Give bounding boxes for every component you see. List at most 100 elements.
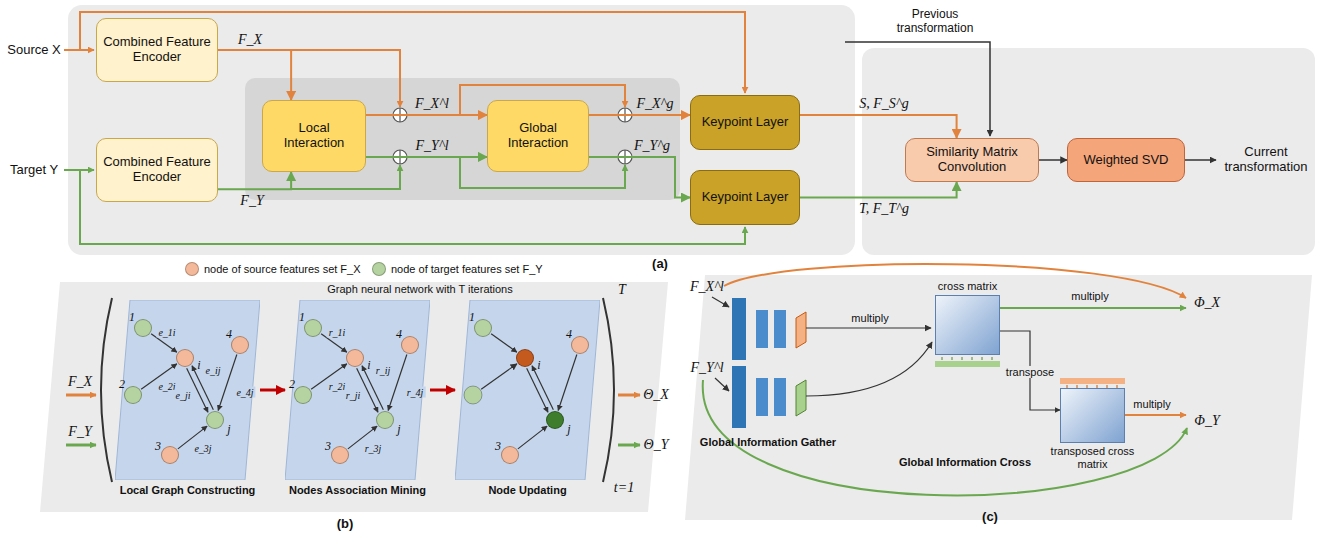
- node-number: 2: [289, 377, 295, 392]
- conv-block: [774, 378, 786, 416]
- graph-node: i: [516, 349, 534, 367]
- node-number: 1: [129, 310, 135, 325]
- panel-background: [685, 275, 1312, 520]
- annotation-label: Target Y: [10, 163, 58, 178]
- feature-bar: [942, 357, 992, 360]
- edge-label: r_4j: [405, 387, 426, 398]
- matrix-label: cross matrix: [938, 280, 997, 293]
- input-arrow: [66, 444, 96, 447]
- keypoint-box: Keypoint Layer: [690, 95, 800, 150]
- panel-background: [862, 48, 1315, 255]
- conv-block: [774, 310, 786, 348]
- edge-label: transpose: [1004, 366, 1056, 378]
- edge-label: e_4j: [234, 387, 255, 398]
- node-number: 4: [226, 327, 232, 342]
- node-number: j: [397, 422, 400, 437]
- edge-label: e_ji: [174, 390, 193, 401]
- edge-label: r_ij: [374, 365, 392, 376]
- graph-node: j: [546, 411, 564, 429]
- node-number: j: [227, 422, 230, 437]
- node-number: 1: [469, 310, 475, 325]
- graph-node: 1: [304, 319, 322, 337]
- box-label: Similarity Matrix Convolution: [906, 145, 1038, 175]
- feature-bar: [935, 361, 1000, 367]
- annotation-label: T: [618, 282, 626, 298]
- graph-node: 1: [134, 319, 152, 337]
- similarity-box: Similarity Matrix Convolution: [905, 138, 1039, 182]
- legend-text: node of target features set F_Y: [391, 263, 543, 275]
- panel-background: [68, 5, 855, 255]
- flow-arrow: [366, 156, 487, 158]
- interaction-box: Local Interaction: [262, 100, 366, 172]
- annotation-label: multiply: [1071, 290, 1108, 303]
- flow-arrow: [218, 172, 291, 189]
- annotation-label: Θ_Y: [644, 437, 669, 453]
- graph-node: 3: [331, 446, 349, 464]
- interaction-box: Global Interaction: [487, 100, 589, 172]
- graph-node: 4: [231, 336, 249, 354]
- graph-node: 3: [161, 446, 179, 464]
- box-label: Keypoint Layer: [697, 115, 794, 130]
- output-line: [1185, 159, 1216, 161]
- panel-shape: [115, 300, 260, 480]
- annotation-label: Φ_Y: [1194, 413, 1219, 429]
- input-arrow: [715, 378, 729, 391]
- annotation-label: (b): [337, 517, 354, 532]
- feature-bar: [1060, 378, 1125, 384]
- encoder-box: Combined Feature Encoder: [96, 18, 218, 82]
- graph-node: 4: [571, 336, 589, 354]
- annotation-label: multiply: [1133, 398, 1170, 411]
- annotation-label: t=1: [614, 480, 634, 496]
- input-arrow: [712, 297, 729, 307]
- conv-block: [732, 298, 746, 360]
- step-arrow: [260, 389, 285, 392]
- annotation-label: (a): [652, 257, 668, 272]
- annotation-label: Source X: [7, 43, 60, 58]
- multiply-line: [806, 342, 932, 396]
- multiply-line: [1125, 414, 1186, 416]
- graph-node: [464, 386, 482, 404]
- process-panel: Node Updating1i4j3: [455, 300, 600, 500]
- svd-box: Weighted SVD: [1067, 138, 1185, 182]
- node-number: 4: [566, 327, 572, 342]
- node-number: 3: [495, 439, 501, 454]
- graph-node: i: [346, 349, 364, 367]
- node-number: 1: [299, 310, 305, 325]
- flow-arrow: [366, 114, 487, 116]
- skip-line: [724, 264, 1186, 298]
- annotation-label: Φ_X: [1194, 295, 1220, 311]
- step-title: Local Graph Constructing: [120, 484, 256, 496]
- interaction-background: [245, 78, 680, 200]
- bracket: [101, 298, 112, 482]
- legend-item: node of target features set F_Y: [372, 262, 543, 276]
- skip-line: [80, 12, 745, 93]
- step-title: Nodes Association Mining: [289, 484, 426, 496]
- residual-line: [290, 50, 400, 107]
- node-number: j: [567, 422, 570, 437]
- flow-arrow: [589, 114, 690, 116]
- annotation-label: (c): [982, 510, 998, 525]
- graph-node: 2: [294, 386, 312, 404]
- bracket: [603, 298, 614, 482]
- graph-node: 1: [474, 319, 492, 337]
- flow-arrow: [1039, 159, 1067, 161]
- graph-node: j: [206, 411, 224, 429]
- box-label: Combined Feature Encoder: [97, 155, 217, 185]
- input-line: [845, 42, 990, 136]
- output-arrow: [618, 394, 640, 397]
- annotation-label: F_X^l: [690, 279, 724, 295]
- node-number: 3: [155, 439, 161, 454]
- conv-block: [732, 366, 746, 428]
- conv-block: [756, 310, 768, 348]
- node-number: 4: [396, 327, 402, 342]
- edge-label: T, F_T^g: [857, 201, 911, 216]
- annotation-label: multiply: [851, 312, 888, 325]
- box-label: Global Interaction: [488, 121, 588, 151]
- edge-label: S, F_S^g: [857, 96, 910, 111]
- legend-swatch: [372, 262, 386, 276]
- step-arrow: [430, 389, 455, 392]
- edge-label: F_Y: [238, 193, 265, 208]
- node-number: i: [537, 358, 540, 373]
- edge-label: r_3j: [363, 443, 384, 454]
- legend-text: node of source features set F_X: [204, 263, 361, 275]
